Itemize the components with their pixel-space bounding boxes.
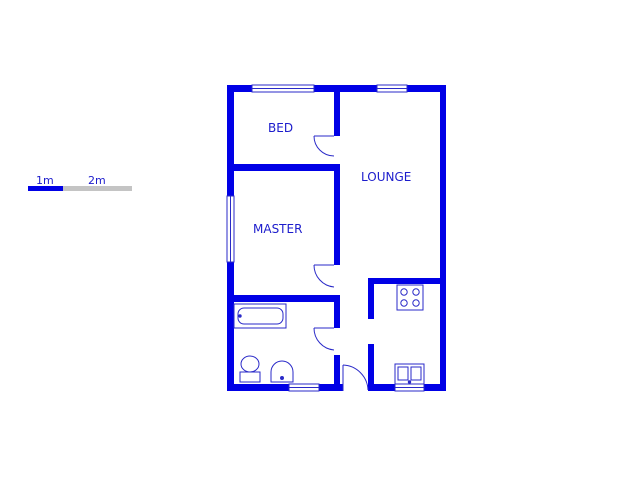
basin: [270, 360, 294, 383]
door-entrance: [342, 364, 369, 391]
door-bathroom: [313, 327, 335, 351]
room-label-master: MASTER: [253, 222, 302, 236]
wall-kitchen-right: [440, 278, 446, 391]
wall-bottom-left: [227, 384, 289, 391]
wall-center-lower: [334, 295, 340, 328]
wall-kitchen-bottom-left: [368, 384, 395, 391]
wall-top-right: [407, 85, 446, 92]
walls: [227, 85, 446, 391]
scale-bar: 1m 2m: [28, 174, 132, 191]
wall-kitchen-left-upper: [368, 278, 374, 319]
wall-left-upper: [227, 85, 234, 196]
stove: [396, 284, 424, 311]
wall-right: [440, 85, 446, 284]
wall-bottom-mid: [319, 384, 343, 391]
scale-label-2m: 2m: [88, 174, 106, 187]
scale-segment-2m: [63, 186, 132, 191]
bathtub: [233, 303, 287, 329]
scale-label-1m: 1m: [36, 174, 54, 187]
wall-top-left: [227, 85, 252, 92]
room-label-lounge: LOUNGE: [361, 170, 411, 184]
wall-top-mid: [314, 85, 377, 92]
wall-center-top: [334, 85, 340, 136]
room-label-bed: BED: [268, 121, 293, 135]
door-master: [313, 264, 335, 288]
bath-fixtures: [233, 303, 294, 383]
wall-kitchen-top: [368, 278, 446, 284]
wall-kitchen-left-lower: [368, 344, 374, 391]
wall-kitchen-bottom-right: [424, 384, 446, 391]
door-bed: [313, 135, 335, 157]
scale-segment-1m: [28, 186, 63, 191]
kitchen-fixtures: [394, 284, 425, 385]
wall-center-mid: [334, 166, 340, 265]
wall-bed-master: [227, 164, 340, 171]
doors: [313, 135, 369, 391]
wall-left-lower: [227, 262, 234, 391]
windows: [226, 84, 425, 392]
room-labels: BED LOUNGE MASTER: [253, 121, 411, 236]
toilet: [239, 355, 261, 383]
kitchen-sink: [394, 363, 425, 385]
wall-center-bottom: [334, 355, 340, 391]
wall-master-bath: [227, 295, 340, 302]
